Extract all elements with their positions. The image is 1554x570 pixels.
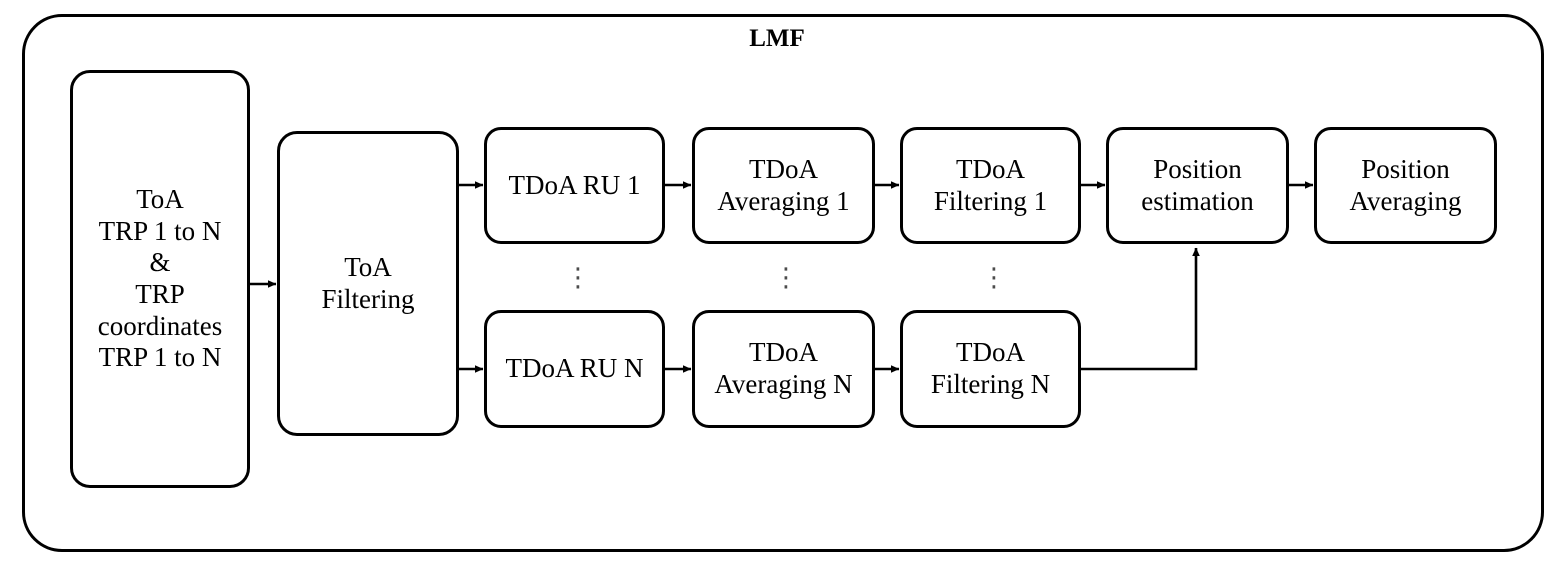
vertical-ellipsis-icon: ⋮ — [981, 262, 1007, 292]
node-tdoa-ru-n[interactable]: TDoA RU N — [484, 310, 665, 428]
node-input-label: ToA TRP 1 to N & TRP coordinates TRP 1 t… — [97, 184, 223, 373]
node-toa-filtering-label: ToA Filtering — [321, 251, 415, 314]
node-tdoa-filtering-n[interactable]: TDoA Filtering N — [900, 310, 1081, 428]
node-tdoa-filtering-1-label: TDoA Filtering 1 — [933, 153, 1048, 216]
node-tdoa-averaging-1[interactable]: TDoA Averaging 1 — [692, 127, 875, 244]
node-tdoa-averaging-1-label: TDoA Averaging 1 — [717, 153, 850, 216]
node-position-estimation[interactable]: Position estimation — [1106, 127, 1289, 244]
node-position-estimation-label: Position estimation — [1141, 153, 1254, 216]
vertical-ellipsis-icon: ⋮ — [773, 262, 799, 292]
node-position-averaging-label: Position Averaging — [1349, 153, 1462, 216]
node-tdoa-ru-1-label: TDoA RU 1 — [508, 169, 641, 200]
node-tdoa-filtering-1[interactable]: TDoA Filtering 1 — [900, 127, 1081, 244]
node-tdoa-ru-1[interactable]: TDoA RU 1 — [484, 127, 665, 244]
lmf-title: LMF — [749, 25, 805, 52]
node-tdoa-averaging-n-label: TDoA Averaging N — [714, 337, 853, 399]
node-input-toa-trp-coordinates[interactable]: ToA TRP 1 to N & TRP coordinates TRP 1 t… — [70, 70, 250, 488]
vertical-ellipsis-icon: ⋮ — [565, 262, 591, 292]
node-position-averaging[interactable]: Position Averaging — [1314, 127, 1497, 244]
lmf-boundary — [22, 14, 1544, 552]
node-toa-filtering[interactable]: ToA Filtering — [277, 131, 459, 436]
node-tdoa-ru-n-label: TDoA RU N — [505, 353, 644, 384]
node-tdoa-averaging-n[interactable]: TDoA Averaging N — [692, 310, 875, 428]
edge-tdoa-filtering-n-to-position-estimation — [1081, 247, 1200, 371]
node-tdoa-filtering-n-label: TDoA Filtering N — [930, 337, 1051, 399]
